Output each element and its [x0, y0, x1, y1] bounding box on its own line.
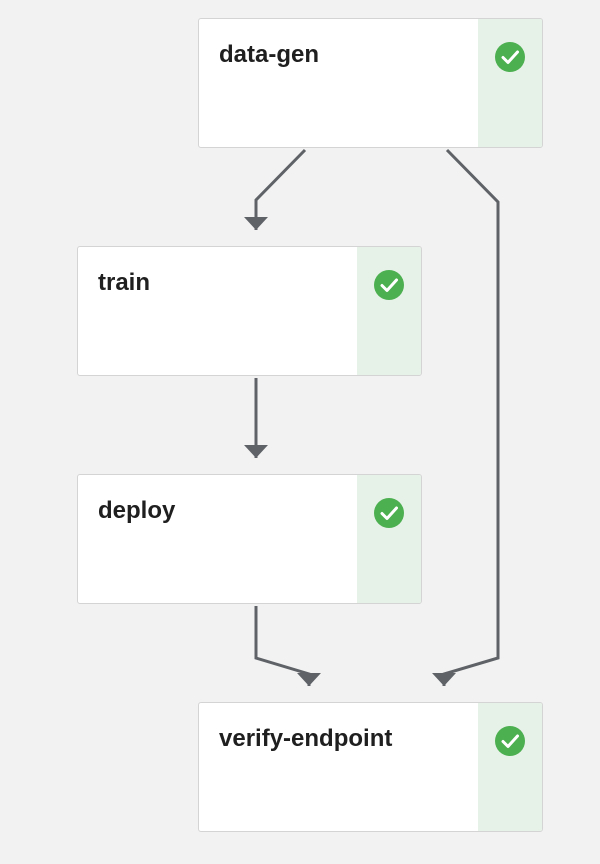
- check-circle-icon: [495, 42, 525, 72]
- node-label: verify-endpoint: [219, 725, 393, 752]
- edge-deploy-to-verify-endpoint: [254, 606, 321, 686]
- check-circle-icon: [374, 270, 404, 300]
- node-status-panel: [478, 703, 542, 831]
- node-train[interactable]: train: [77, 246, 422, 376]
- node-label: deploy: [98, 497, 176, 524]
- node-label: data-gen: [219, 41, 320, 68]
- node-status-panel: [478, 19, 542, 147]
- edge-data-gen-to-train: [244, 148, 307, 230]
- node-label: train: [98, 269, 151, 296]
- node-status-panel: [357, 475, 421, 603]
- check-circle-icon: [374, 498, 404, 528]
- node-deploy[interactable]: deploy: [77, 474, 422, 604]
- node-status-panel: [357, 247, 421, 375]
- node-verify-endpoint[interactable]: verify-endpoint: [198, 702, 543, 832]
- check-circle-icon: [495, 726, 525, 756]
- node-data-gen[interactable]: data-gen: [198, 18, 543, 148]
- edge-data-gen-to-verify-endpoint: [432, 148, 500, 686]
